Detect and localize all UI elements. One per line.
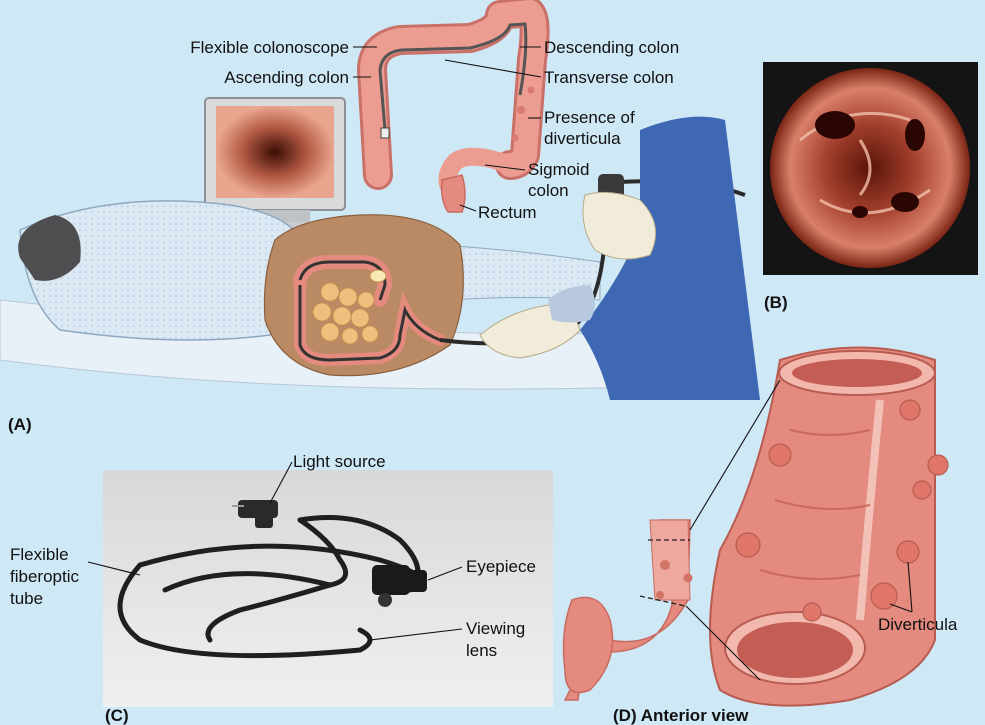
panel-a-tag: (A) xyxy=(8,415,32,434)
panel-d xyxy=(564,348,948,706)
label-flexible-colonoscope: Flexible colonoscope xyxy=(190,38,349,57)
label-tube: tube xyxy=(10,589,43,608)
label-colon: colon xyxy=(528,181,569,200)
label-flexible: Flexible xyxy=(10,545,69,564)
panel-c xyxy=(103,470,553,707)
panel-d-tag: (D) Anterior view xyxy=(613,706,749,725)
label-descending-colon: Descending colon xyxy=(544,38,679,57)
monitor-screen xyxy=(216,106,334,198)
label-transverse-colon: Transverse colon xyxy=(544,68,674,87)
diverticulum-opening xyxy=(815,111,855,139)
label-rectum: Rectum xyxy=(478,203,537,222)
label-viewing: Viewing xyxy=(466,619,525,638)
label-lens: lens xyxy=(466,641,497,660)
label-eyepiece: Eyepiece xyxy=(466,557,536,576)
label-fiberoptic: fiberoptic xyxy=(10,567,79,586)
panel-b xyxy=(763,62,978,275)
label-presence-of: Presence of xyxy=(544,108,635,127)
panel-c-tag: (C) xyxy=(105,706,129,725)
panel-b-tag: (B) xyxy=(764,293,788,312)
rectum-shape xyxy=(442,175,465,212)
label-light-source: Light source xyxy=(293,452,386,471)
label-diverticula-a: diverticula xyxy=(544,129,621,148)
label-sigmoid: Sigmoid xyxy=(528,160,589,179)
label-diverticula-d: Diverticula xyxy=(878,615,958,634)
label-ascending-colon: Ascending colon xyxy=(224,68,349,87)
